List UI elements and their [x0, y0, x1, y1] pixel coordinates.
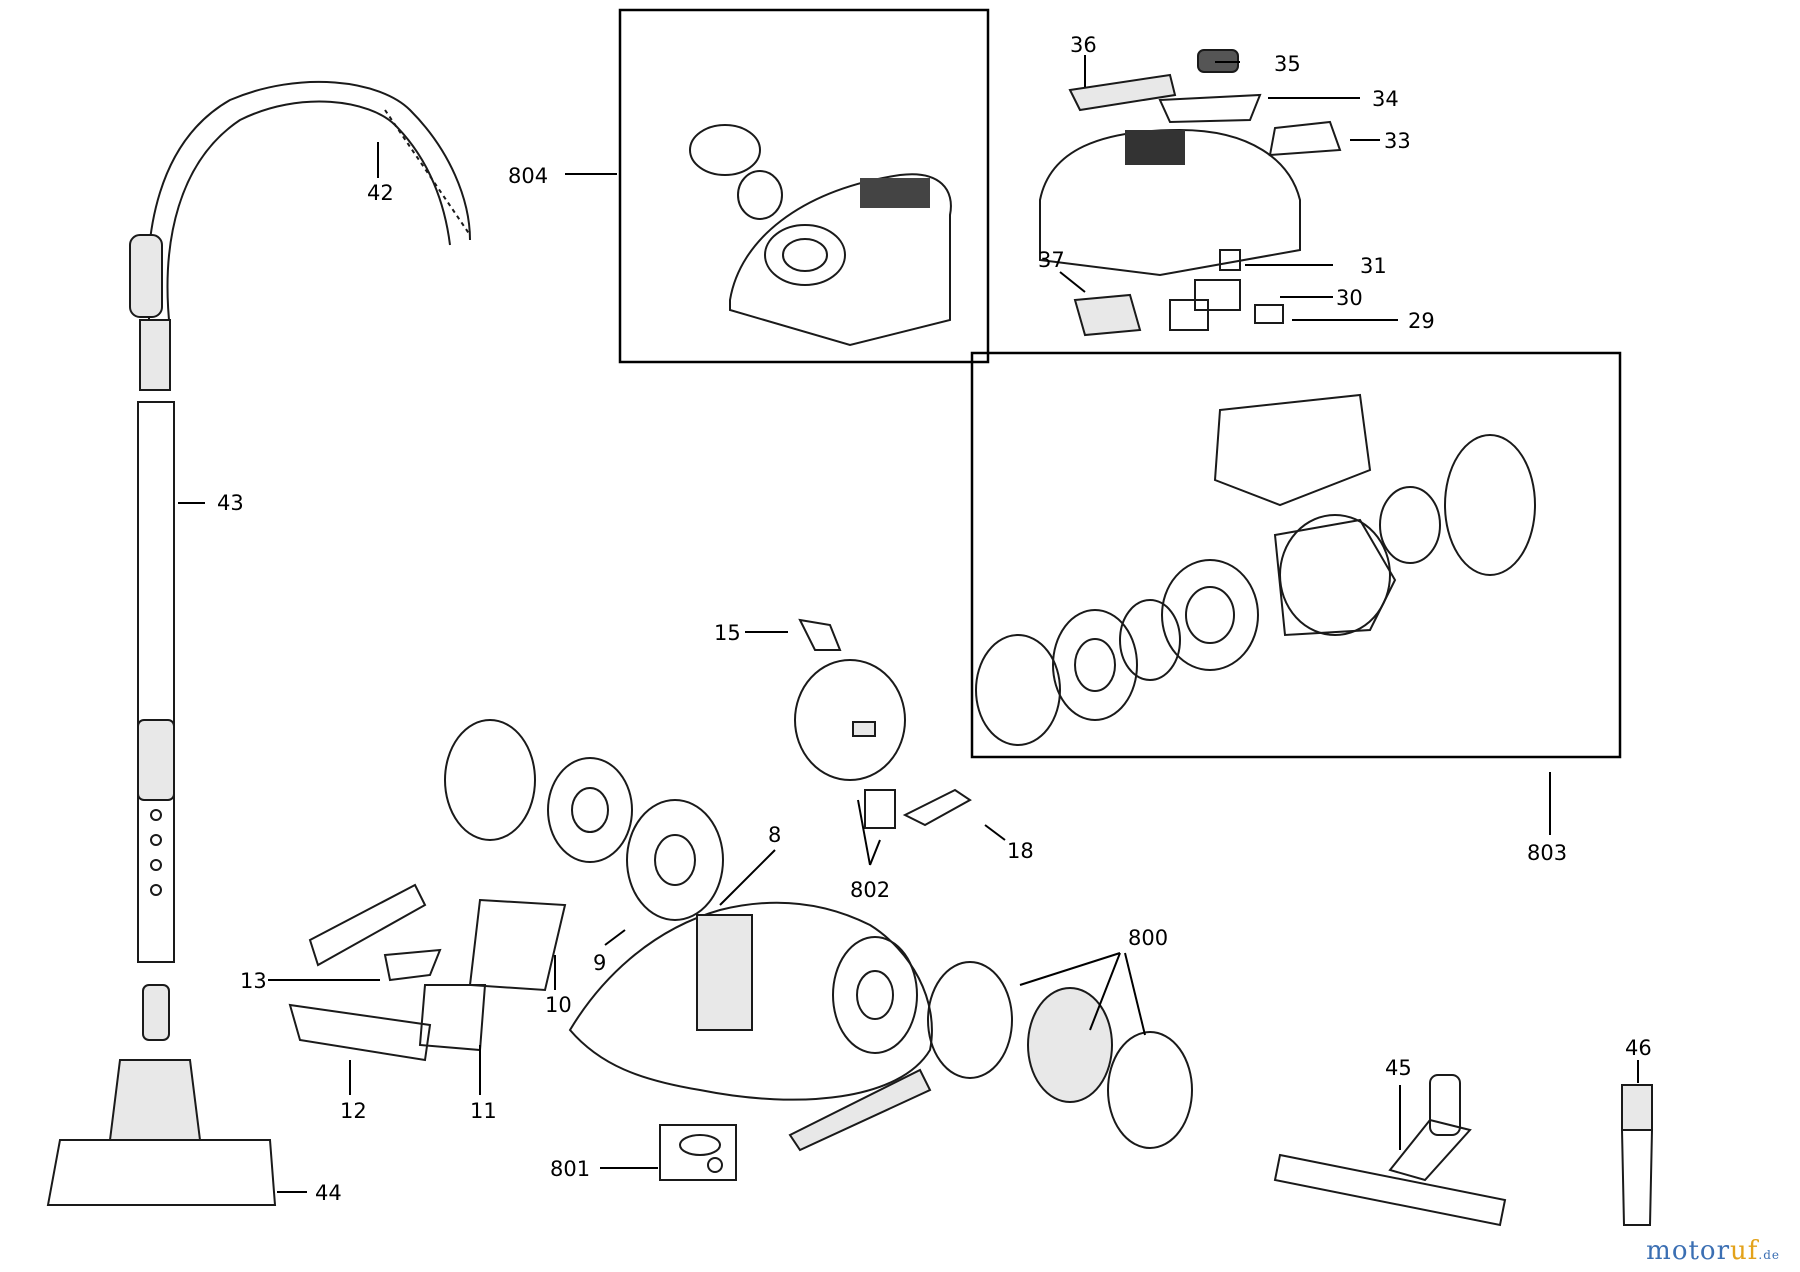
label-34: 34: [1372, 87, 1399, 111]
label-35: 35: [1274, 52, 1301, 76]
leader-lines: [178, 55, 1639, 1193]
label-11: 11: [470, 1099, 497, 1123]
label-12: 12: [340, 1099, 367, 1123]
label-18: 18: [1007, 839, 1034, 863]
label-9: 9: [593, 951, 606, 975]
part-top-cover: [689, 124, 952, 347]
part-801: [659, 1124, 737, 1181]
callout-labels: 804 36 35 34 33 37 31 30 29 42 43 44 803…: [217, 33, 1652, 1205]
label-33: 33: [1384, 129, 1411, 153]
label-801: 801: [550, 1157, 590, 1181]
part-motor-assembly: [975, 393, 1536, 746]
label-42: 42: [367, 181, 394, 205]
label-45: 45: [1385, 1056, 1412, 1080]
label-8: 8: [768, 823, 781, 847]
part-floor-nozzle: [46, 984, 277, 1206]
part-front-flaps: [288, 883, 567, 1062]
label-37: 37: [1038, 248, 1065, 272]
label-30: 30: [1336, 286, 1363, 310]
label-36: 36: [1070, 33, 1097, 57]
label-800: 800: [1128, 926, 1168, 950]
part-main-body: [444, 719, 1193, 1152]
part-crevice-tool: [1620, 1084, 1654, 1226]
label-803: 803: [1527, 841, 1567, 865]
motoruf-logo: motoruf.de: [1646, 1236, 1780, 1266]
part-hose: [129, 80, 471, 391]
part-filter-and-cable: [794, 618, 972, 829]
label-13: 13: [240, 969, 267, 993]
label-29: 29: [1408, 309, 1435, 333]
label-804: 804: [508, 164, 548, 188]
label-802: 802: [850, 878, 890, 902]
label-10: 10: [545, 993, 572, 1017]
part-telescopic-tube: [137, 401, 175, 963]
group-box-803: [970, 351, 1622, 759]
label-31: 31: [1360, 254, 1387, 278]
part-floor-brush: [1273, 1074, 1507, 1227]
label-15: 15: [714, 621, 741, 645]
label-46: 46: [1625, 1036, 1652, 1060]
part-switch-assembly: [1073, 249, 1284, 337]
label-44: 44: [315, 1181, 342, 1205]
group-box-804: [618, 8, 990, 364]
label-43: 43: [217, 491, 244, 515]
